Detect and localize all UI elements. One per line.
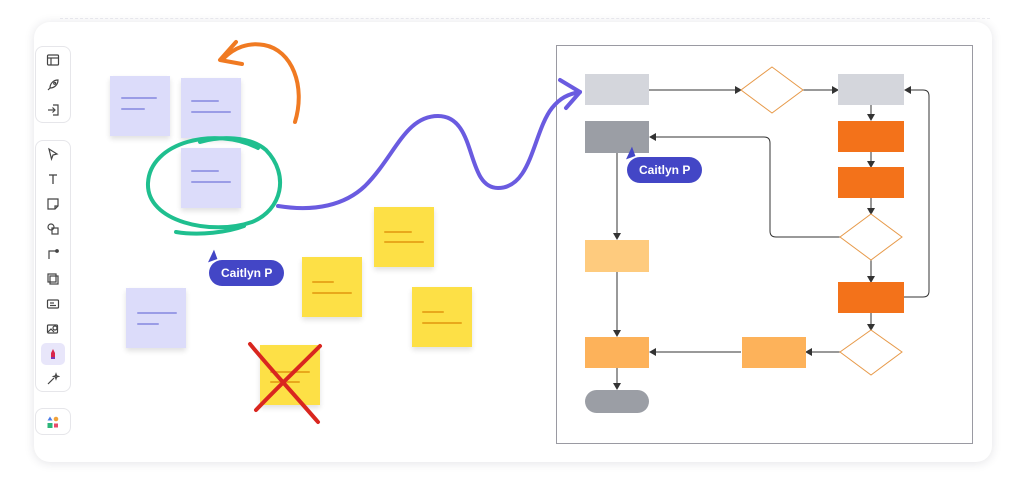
green-circle-stroke <box>145 136 282 230</box>
connector <box>904 86 930 298</box>
purple-arrow-stroke <box>276 90 582 211</box>
note-line <box>137 312 177 314</box>
toolbar-bottom-group <box>35 408 71 435</box>
sticky-note[interactable] <box>126 288 186 348</box>
apps-icon[interactable] <box>36 409 70 434</box>
pen-icon[interactable] <box>36 341 70 366</box>
exit-icon[interactable] <box>36 97 70 122</box>
note-line <box>121 97 157 99</box>
canvas-edge <box>60 18 990 27</box>
note-line <box>137 323 159 325</box>
pen-tool-highlight <box>41 342 65 365</box>
process-node <box>838 282 904 313</box>
magic-icon[interactable] <box>36 366 70 391</box>
connector-icon[interactable] <box>36 241 70 266</box>
frame-icon[interactable] <box>36 266 70 291</box>
card-icon[interactable] <box>36 291 70 316</box>
collaborator-cursor-tag: Caitlyn P <box>627 157 703 183</box>
decision-node <box>740 66 804 114</box>
red-cross-stroke <box>254 344 322 412</box>
decision-node <box>839 213 903 261</box>
note-line <box>191 170 219 172</box>
note-line <box>270 371 310 373</box>
purple-arrowhead <box>558 78 582 110</box>
decision-node <box>839 329 903 376</box>
collaborator-name: Caitlyn P <box>639 163 691 177</box>
note-line <box>191 100 219 102</box>
sticky-note[interactable] <box>374 207 434 267</box>
note-line <box>312 292 352 294</box>
sticky-note[interactable] <box>110 76 170 136</box>
collaborator-name: Caitlyn P <box>221 266 273 280</box>
sticky-note-icon[interactable] <box>36 191 70 216</box>
sticky-note[interactable] <box>181 78 241 138</box>
sticky-note[interactable] <box>302 257 362 317</box>
flowchart-connectors <box>613 86 930 390</box>
toolbar-top-group <box>35 46 71 123</box>
orange-arrow-stroke <box>222 42 301 124</box>
pointer-icon[interactable] <box>36 141 70 166</box>
connector <box>649 133 840 238</box>
shapes-icon[interactable] <box>36 216 70 241</box>
process-node <box>585 74 649 105</box>
process-node <box>838 74 904 105</box>
rocket-icon[interactable] <box>36 72 70 97</box>
orange-arrowhead <box>218 40 244 66</box>
process-node <box>585 240 649 272</box>
process-node <box>585 121 649 153</box>
text-icon[interactable] <box>36 166 70 191</box>
red-cross-stroke <box>248 342 320 424</box>
process-node <box>838 167 904 198</box>
toolbar-main-group <box>35 140 71 392</box>
note-line <box>121 108 145 110</box>
note-line <box>312 281 334 283</box>
note-line <box>384 241 424 243</box>
green-circle-tail <box>174 224 246 236</box>
note-line <box>191 181 231 183</box>
process-node <box>742 337 806 368</box>
note-line <box>384 231 412 233</box>
process-node <box>585 337 649 368</box>
process-node <box>838 121 904 152</box>
note-line <box>191 111 231 113</box>
note-line <box>422 322 462 324</box>
layout-icon[interactable] <box>36 47 70 72</box>
note-line <box>422 311 444 313</box>
collaborator-cursor-tag: Caitlyn P <box>209 260 285 286</box>
image-icon[interactable] <box>36 316 70 341</box>
terminator-node <box>585 390 649 413</box>
sticky-note[interactable] <box>181 148 241 208</box>
sticky-note[interactable] <box>412 287 472 347</box>
